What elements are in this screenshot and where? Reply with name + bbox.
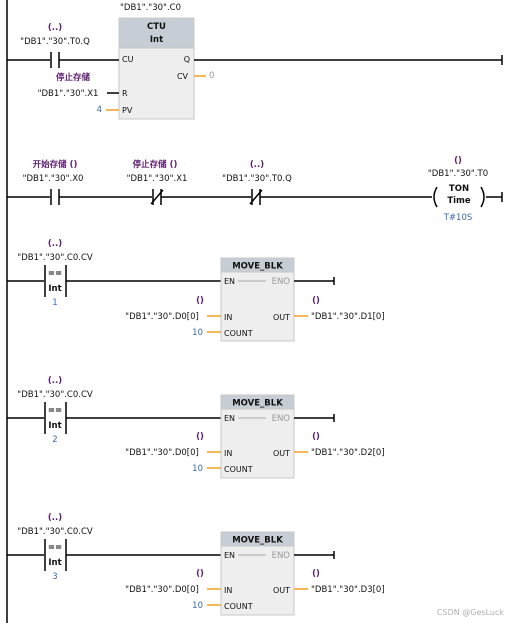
n5-out-comment: () [312,569,320,579]
n5-compare-type: Int [48,558,61,568]
ctu-r-operand: "DB1"."30".X1 [38,89,99,99]
n3-pin-count: COUNT [224,329,253,338]
n5-pin-en: EN [224,551,235,560]
n5-in-comment: () [196,569,204,579]
n3-count-value: 10 [192,328,203,338]
ctu-pv-value: 4 [97,105,102,115]
n3-in-comment: () [196,296,204,306]
n2-coil[interactable] [433,186,438,208]
n2-coil-type: TON [449,184,469,194]
n4-compare-value: 2 [52,435,57,445]
ctu-instance-name: "DB1"."30".C0 [120,3,181,13]
n4-pin-out: OUT [273,449,290,458]
n4-in-comment: () [196,432,204,442]
n5-compare-comment: (..) [48,513,62,523]
n5-move-blk-header [220,531,295,547]
n4-pin-in: IN [224,449,232,458]
n3-pin-eno: ENO [272,277,291,287]
ctu-block-header [118,17,195,49]
watermark: CSDN @GesLuck [437,608,504,617]
n2-contact1-comment: 开始存储 () [33,159,78,170]
n3-compare-value: 1 [52,298,57,308]
n4-pin-en: EN [224,414,235,423]
n4-count-value: 10 [192,464,203,474]
n4-compare-comment: (..) [48,376,62,386]
n4-compare-op: == [48,406,62,416]
n5-pin-out: OUT [273,586,290,595]
n4-pin-count: COUNT [224,465,253,474]
ctu-r-comment: 停止存储 [56,72,91,83]
n5-pin-count: COUNT [224,602,253,611]
n5-out-operand: "DB1"."30".D3[0] [311,585,385,595]
n5-pin-eno: ENO [272,551,291,561]
n2-contact3-operand: "DB1"."30".T0.Q [222,174,292,184]
n3-out-comment: () [312,296,320,306]
n2-coil-subtype: Time [447,196,471,206]
n3-in-operand: "DB1"."30".D0[0] [125,312,199,322]
n3-move-blk-title: MOVE_BLK [232,262,283,272]
n5-in-operand: "DB1"."30".D0[0] [125,585,199,595]
n3-pin-en: EN [224,277,235,286]
n4-in-operand: "DB1"."30".D0[0] [125,448,199,458]
network-2: 开始存储 () "DB1"."30".X0 停止存储 () "DB1"."30"… [7,156,503,223]
n2-coil-operand: "DB1"."30".T0 [428,169,488,179]
network-1: "DB1"."30".C0 CTU Int CU R PV Q CV (..) … [7,3,503,120]
n4-move-blk-header [220,394,295,410]
n2-contact1-operand: "DB1"."30".X0 [23,174,84,184]
n5-compare-operand: "DB1"."30".C0.CV [17,527,93,537]
n4-pin-eno: ENO [272,414,291,424]
n5-pin-in: IN [224,586,232,595]
n2-coil-value: T#10S [443,213,473,223]
n3-pin-out: OUT [273,313,290,322]
n3-pin-in: IN [224,313,232,322]
n3-move-blk-header [220,257,295,273]
n4-compare-type: Int [48,421,61,431]
n3-out-operand: "DB1"."30".D1[0] [311,312,385,322]
n2-contact3-comment: (..) [250,160,264,170]
n1-contact-operand: "DB1"."30".T0.Q [20,37,90,47]
n3-compare-comment: (..) [48,239,62,249]
ctu-pin-cv: CV [177,72,189,81]
n3-compare-op: == [48,269,62,279]
ctu-block-type: Int [150,35,163,45]
network-4: (..) "DB1"."30".C0.CV == Int 2 MOVE_BLK … [7,376,385,479]
n3-compare-type: Int [48,284,61,294]
ctu-pin-q: Q [184,55,190,64]
n5-compare-value: 3 [52,572,57,582]
n4-out-comment: () [312,432,320,442]
ctu-pin-cu: CU [122,55,134,64]
network-5: (..) "DB1"."30".C0.CV == Int 3 MOVE_BLK … [7,513,385,616]
ctu-block-title: CTU [147,22,166,32]
n5-move-blk-title: MOVE_BLK [232,536,283,546]
n4-move-blk-title: MOVE_BLK [232,399,283,409]
n5-count-value: 10 [192,601,203,611]
ctu-pin-pv: PV [122,106,133,115]
ctu-cv-value: 0 [209,71,214,81]
n4-out-operand: "DB1"."30".D2[0] [311,448,385,458]
n2-coil-comment: () [454,156,462,166]
network-3: (..) "DB1"."30".C0.CV == Int 1 MOVE_BLK … [7,239,385,342]
n5-compare-op: == [48,543,62,553]
n3-compare-operand: "DB1"."30".C0.CV [17,253,93,263]
n4-compare-operand: "DB1"."30".C0.CV [17,390,93,400]
n1-contact-comment: (..) [48,23,62,33]
n2-contact2-operand: "DB1"."30".X1 [127,174,188,184]
n2-contact2-comment: 停止存储 () [133,159,178,170]
ctu-pin-r: R [122,89,128,98]
